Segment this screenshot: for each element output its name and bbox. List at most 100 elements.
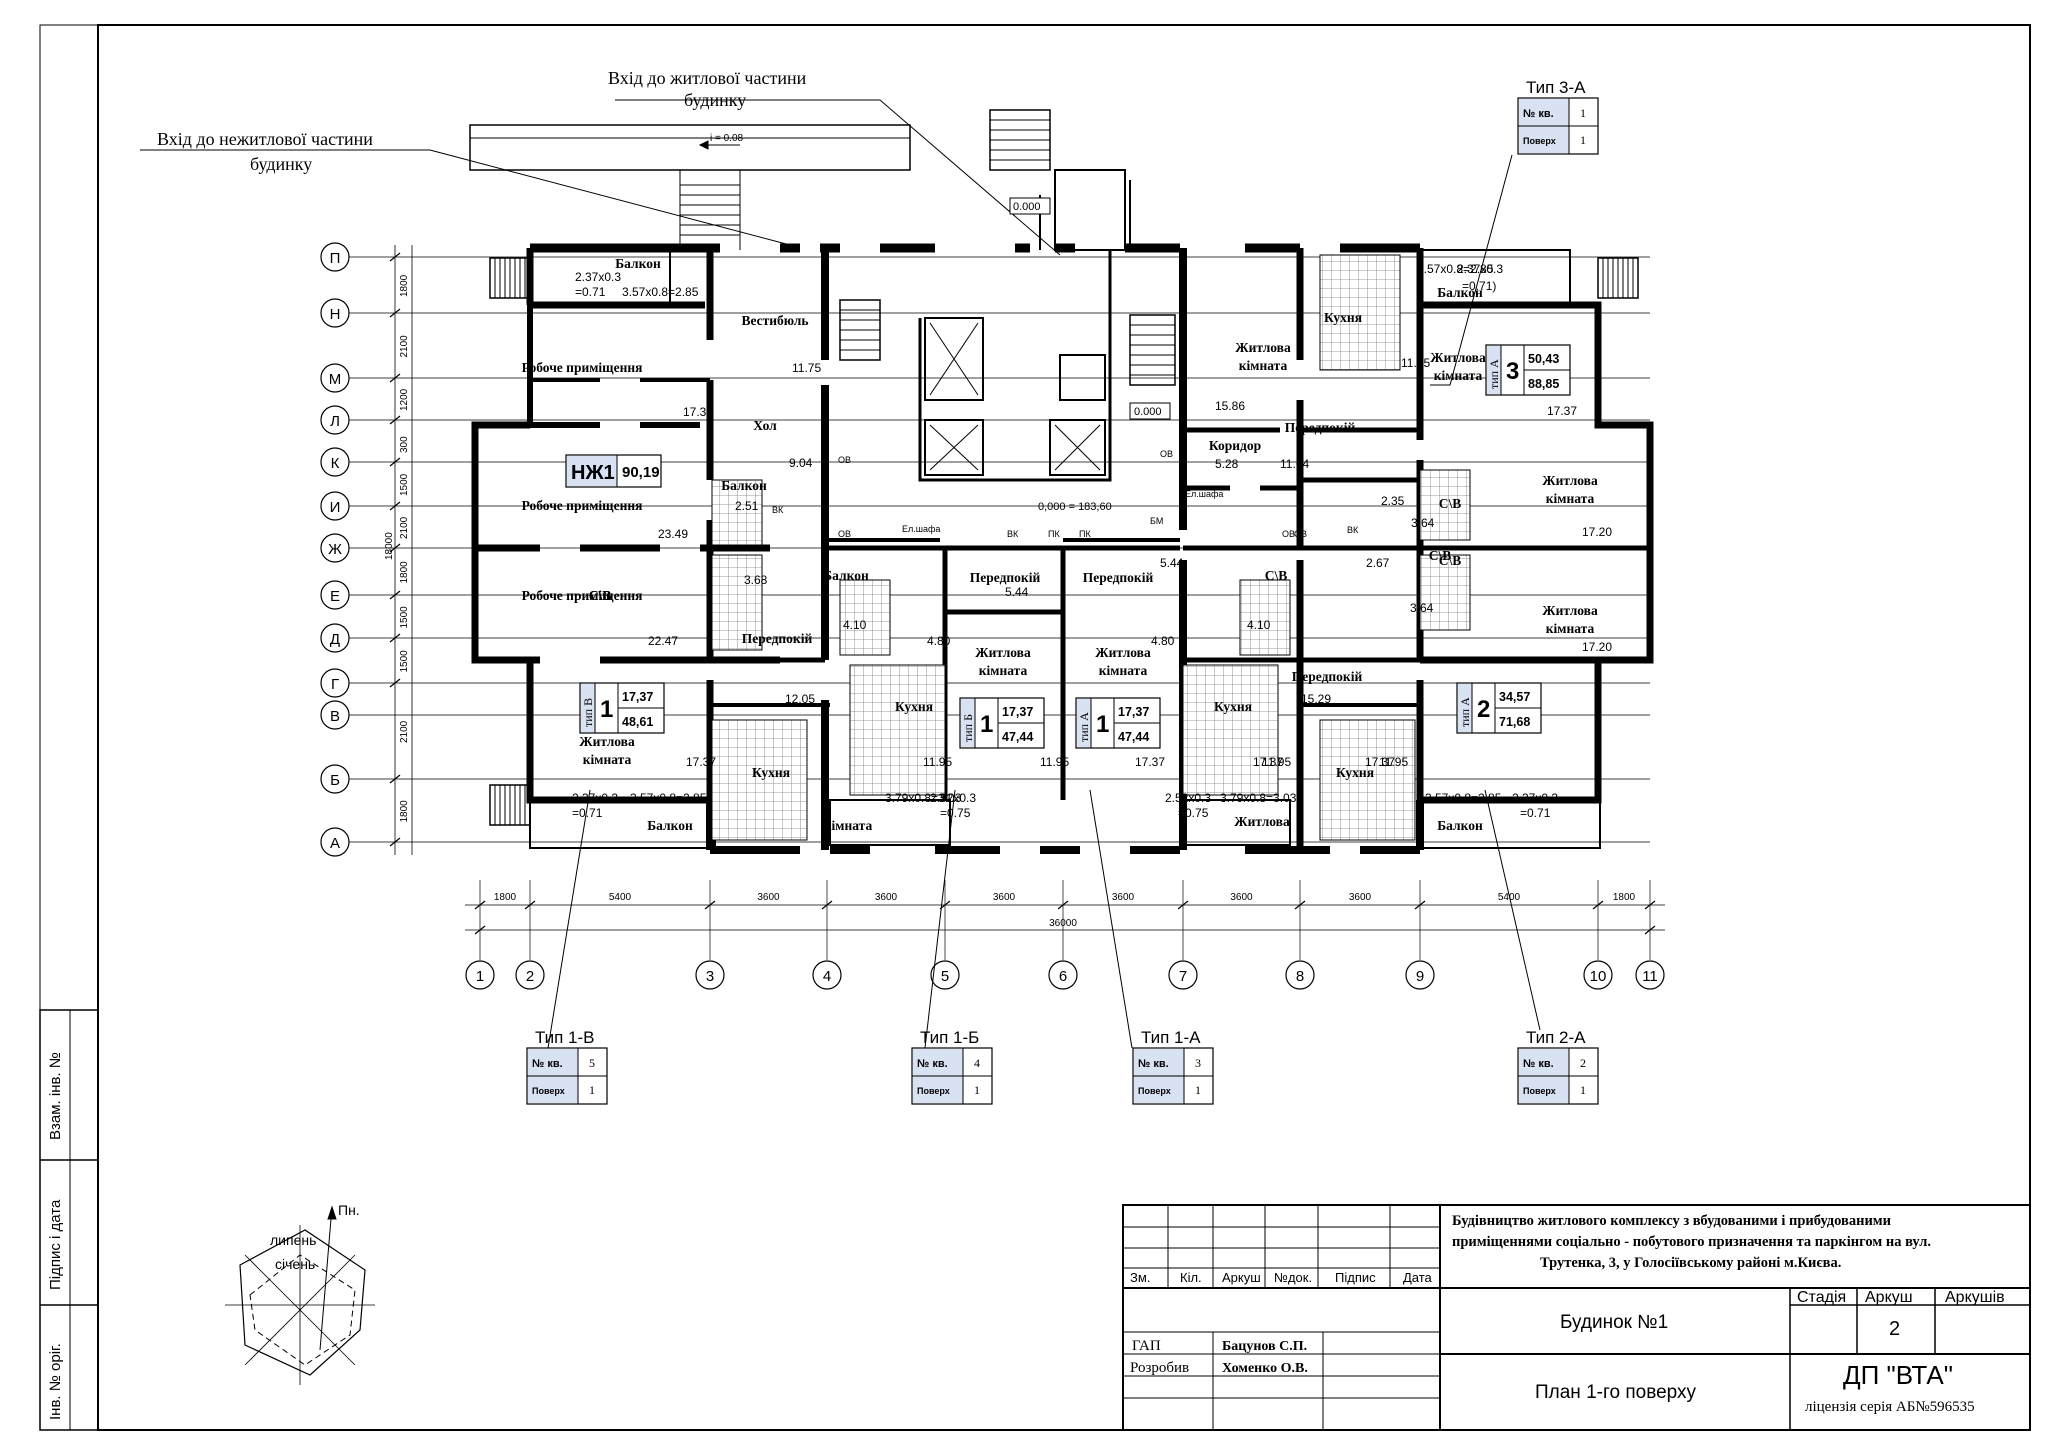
area-value: 3.64	[1410, 601, 1434, 615]
col-axis-label: 3	[706, 968, 714, 985]
nonres-entrance-line2: будинку	[250, 154, 312, 174]
room-label: Передпокій	[1292, 669, 1363, 684]
apt-number: 2	[1477, 696, 1490, 723]
equipment-label: Ел.шафа	[1185, 489, 1223, 499]
row-dim-value: 1500	[399, 473, 410, 496]
row-dim-value: 300	[399, 436, 410, 453]
type-title: Тип 1-А	[1141, 1028, 1201, 1047]
dimension-chains: 1800210012003001500210018001500150021001…	[384, 245, 1665, 935]
area-value: 17.20	[1582, 525, 1612, 539]
level-box	[1129, 402, 1171, 420]
room-label: Вестибюль	[741, 313, 808, 328]
area-value: 5.44	[1005, 585, 1029, 599]
tb-col-ndok: №док.	[1274, 1270, 1312, 1285]
type-flat: 5	[589, 1056, 595, 1070]
area-value: 17.20	[1582, 640, 1612, 654]
col-axis-label: 11	[1642, 968, 1658, 985]
nzh-area: 90,19	[622, 464, 660, 481]
apt-type: тип А	[1458, 697, 1472, 727]
tb-role2: Розробив	[1130, 1360, 1189, 1376]
tb-sheet-number: 2	[1889, 1318, 1900, 1340]
room-label: кімната	[824, 818, 873, 833]
area-value: =0.75	[1178, 806, 1209, 820]
row-dim-tick	[389, 837, 401, 847]
area-value: 2.37x0.3	[572, 791, 618, 805]
type-title: Тип 1-Б	[920, 1028, 979, 1047]
row-axis-bubble	[320, 405, 350, 435]
apt-type: тип В	[581, 698, 595, 727]
compass-north: Пн.	[338, 1202, 360, 1218]
tb-sheet-label: Аркуш	[1865, 1289, 1913, 1306]
room-label: Житлова	[579, 734, 635, 749]
col-axis-bubble	[1048, 960, 1078, 990]
apt-number: 1	[600, 696, 613, 723]
col-axis-bubble	[695, 960, 725, 990]
apt-type: тип А	[1077, 712, 1091, 742]
col-dim-tick	[1414, 900, 1426, 910]
area-value: 17.37	[683, 405, 713, 419]
ramp-slope: i = 0.08	[710, 133, 744, 144]
type-cell-bg	[528, 1076, 578, 1103]
area-value: 17.37	[1253, 755, 1283, 769]
room-label: Балкон	[823, 568, 869, 583]
nzh-box-bg	[567, 456, 617, 486]
tb-building: Будинок №1	[1560, 1312, 1668, 1333]
equipment-label: БМ	[1150, 516, 1163, 526]
col-dim-value: 1800	[1613, 892, 1636, 903]
row-axis-bubble	[320, 298, 350, 328]
tb-col-zm: Зм.	[1130, 1270, 1150, 1285]
title-block-text: Зм. Кіл. Аркуш №док. Підпис Дата Будівни…	[1130, 1213, 2005, 1415]
area-value: 5.44	[1160, 556, 1184, 570]
apt-living-area: 17,37	[1002, 705, 1033, 719]
col-dim-tick	[821, 900, 833, 910]
col-total-tick	[474, 925, 486, 935]
apt-type: тип Б	[961, 714, 975, 742]
apt-living-area: 34,57	[1499, 690, 1530, 704]
room-label: Передпокій	[1285, 420, 1356, 435]
stamp-inv-orig: Інв. № оріг.	[47, 1343, 64, 1420]
area-value: 3.57x0.8=2.85	[1417, 262, 1494, 276]
area-value: 4.10	[843, 618, 867, 632]
res-entrance-line1: Вхід до житлової частини	[608, 68, 807, 88]
room-label: кімната	[1099, 663, 1148, 678]
type-flat: 2	[1580, 1056, 1586, 1070]
room-label: С\В	[1439, 553, 1462, 568]
tb-project-line2: приміщеннями соціально - побутового приз…	[1452, 1234, 1931, 1250]
col-axis-bubble	[1635, 960, 1665, 990]
room-label: Робоче приміщення	[522, 588, 643, 603]
type-floor: 1	[1195, 1083, 1201, 1097]
area-value: 17.37	[1135, 755, 1165, 769]
row-dim-value: 1800	[399, 274, 410, 297]
row-dim-value: 1500	[399, 606, 410, 629]
col-dim-total: 36000	[1049, 918, 1077, 929]
room-label: Хол	[753, 418, 777, 433]
col-dim-value: 3600	[1230, 892, 1253, 903]
room-label: Передпокій	[970, 570, 1041, 585]
room-label: Кухня	[895, 699, 933, 714]
row-dim-tick	[389, 543, 401, 553]
col-dim-tick	[474, 900, 486, 910]
compass-july: липень	[270, 1232, 316, 1248]
type-flat-label: № кв.	[1523, 1058, 1554, 1070]
row-dim-tick	[389, 633, 401, 643]
area-value: 3.68	[744, 573, 768, 587]
row-axis-bubble	[320, 491, 350, 521]
room-label: Балкон	[1437, 818, 1483, 833]
row-dim-tick	[389, 501, 401, 511]
col-dim-tick	[1057, 900, 1069, 910]
room-label: Коридор	[1209, 438, 1261, 453]
col-axis-label: 8	[1296, 968, 1304, 985]
inner-frame	[97, 24, 2031, 1431]
col-total-tick	[1644, 925, 1656, 935]
apt-type-bg	[1077, 699, 1091, 747]
type-flat-label: № кв.	[532, 1058, 563, 1070]
type-cell-bg	[913, 1049, 963, 1076]
col-axis-bubble	[930, 960, 960, 990]
type-flat-label: № кв.	[1138, 1058, 1169, 1070]
room-label: Кухня	[1324, 310, 1362, 325]
area-value: 11.95	[923, 755, 952, 769]
room-label: Робоче приміщення	[522, 360, 643, 375]
row-axis-bubble	[320, 363, 350, 393]
